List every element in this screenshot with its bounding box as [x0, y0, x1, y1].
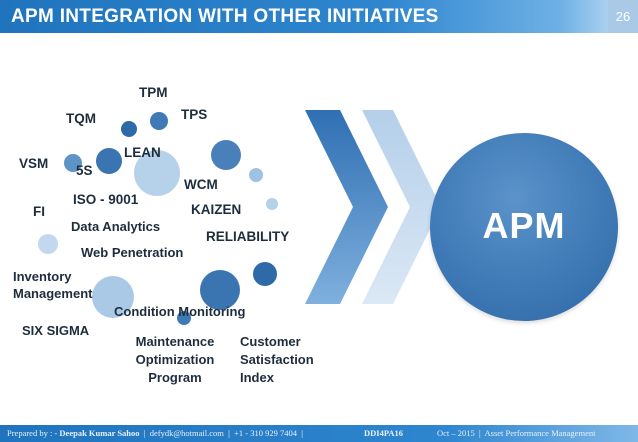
footer-phone: +1 - 310 929 7404	[234, 428, 297, 438]
page-number: 26	[608, 0, 638, 33]
label-line: Optimization	[135, 352, 215, 367]
label-vsm: VSM	[19, 156, 49, 171]
circle-decoration	[249, 168, 263, 182]
label-line: Management	[13, 286, 93, 301]
circle-decoration	[200, 270, 240, 310]
footer-credits: Prepared by : - Deepak Kumar Sahoo | def…	[7, 428, 303, 438]
footer-prepared-prefix: Prepared by : -	[7, 428, 58, 438]
footer-date-topic: Oct – 2015 | Asset Performance Managemen…	[437, 428, 596, 438]
circle-decoration	[96, 148, 122, 174]
footer-topic: Asset Performance Management	[484, 428, 596, 438]
label-wcm: WCM	[184, 177, 218, 192]
circle-decoration	[134, 150, 180, 196]
circle-decoration	[150, 112, 168, 130]
slide-title: APM INTEGRATION WITH OTHER INITIATIVES	[11, 6, 439, 27]
label-line: Customer	[240, 334, 301, 349]
label-line: Maintenance	[135, 334, 215, 349]
label-line: Inventory	[13, 269, 72, 284]
apm-circle	[430, 133, 618, 321]
chevron-arrow-back	[362, 110, 441, 304]
label-reliability: RELIABILITY	[206, 229, 290, 244]
label-web-penetration: Web Penetration	[81, 245, 184, 260]
label-tps: TPS	[181, 107, 208, 122]
label-tpm: TPM	[139, 85, 168, 100]
circle-decoration	[121, 121, 137, 137]
circle-decoration	[266, 198, 278, 210]
circle-decoration	[92, 276, 134, 318]
chevron-arrow-front	[305, 110, 388, 304]
footer-email: defydk@hotmail.com	[149, 428, 224, 438]
label-kaizen: KAIZEN	[191, 202, 242, 217]
label-data-analytics: Data Analytics	[71, 219, 161, 234]
label-line: Program	[148, 370, 202, 385]
label-fi: FI	[33, 204, 45, 219]
label-line: Index	[240, 370, 274, 385]
circle-decoration	[38, 234, 58, 254]
label-six-sigma: SIX SIGMA	[22, 323, 90, 338]
label-condition-monitoring: Condition Monitoring	[114, 304, 246, 319]
label-customer-satisfaction-index: Customer Satisfaction Index	[240, 333, 314, 387]
circle-decoration	[253, 262, 277, 286]
label-line: Satisfaction	[240, 352, 314, 367]
slide-header: APM INTEGRATION WITH OTHER INITIATIVES 2…	[0, 0, 638, 33]
circle-decoration	[177, 311, 191, 325]
apm-label: APM	[482, 205, 566, 246]
label-iso: ISO - 9001	[73, 192, 139, 207]
slide-footer: Prepared by : - Deepak Kumar Sahoo | def…	[0, 425, 638, 442]
label-maintenance-optimization-program: Maintenance Optimization Program	[122, 333, 228, 387]
label-inventory-management: Inventory Management	[13, 268, 92, 302]
label-lean: LEAN	[124, 145, 161, 160]
footer-date: Oct – 2015	[437, 428, 475, 438]
circle-decoration	[211, 140, 241, 170]
label-tqm: TQM	[66, 111, 96, 126]
circle-decoration	[64, 154, 82, 172]
footer-code: DDI4PA16	[364, 428, 404, 438]
label-5s: 5S	[76, 163, 93, 178]
footer-author: Deepak Kumar Sahoo	[59, 428, 140, 438]
